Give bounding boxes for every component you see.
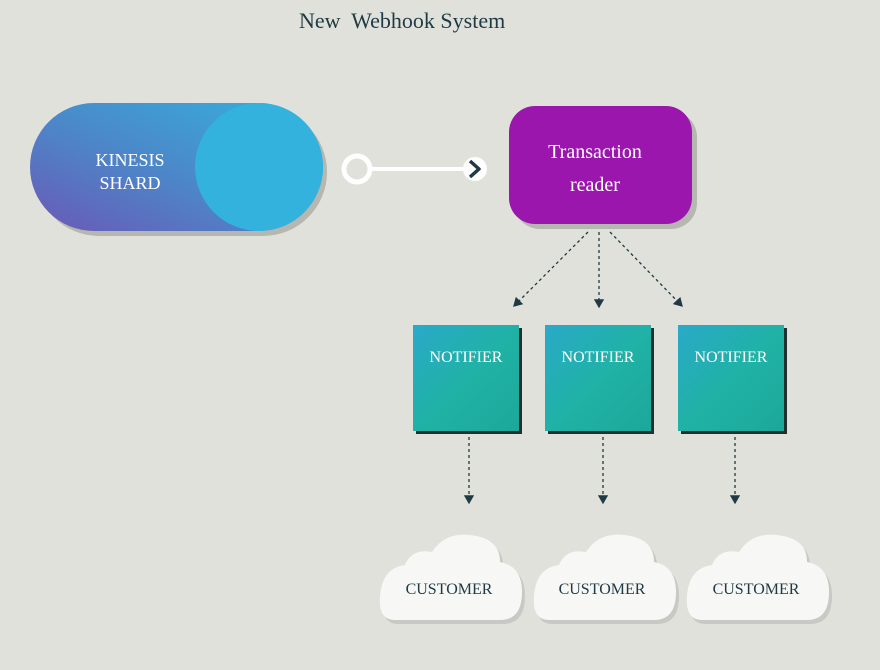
transaction-reader-node bbox=[509, 106, 697, 229]
reader-label-line2: reader bbox=[570, 174, 620, 196]
diagram-title: New Webhook System bbox=[299, 8, 506, 33]
customer-cloud-1 bbox=[379, 534, 525, 624]
notifier-label-2: NOTIFIER bbox=[561, 349, 635, 366]
notifier-label-1: NOTIFIER bbox=[429, 349, 503, 366]
transaction-reader-label: Transaction reader bbox=[510, 136, 680, 202]
customer-label-1: CUSTOMER bbox=[405, 581, 493, 598]
kinesis-shard-label: KINESIS SHARD bbox=[70, 149, 190, 195]
kinesis-label-line1: KINESIS bbox=[95, 150, 165, 170]
arrow-reader-notifier-1 bbox=[513, 231, 589, 307]
customer-cloud-3 bbox=[686, 534, 832, 624]
customer-label-3: CUSTOMER bbox=[712, 581, 800, 598]
notifier-node-3 bbox=[678, 325, 787, 434]
kinesis-shard-node bbox=[30, 103, 327, 236]
kinesis-to-reader-connector bbox=[341, 153, 487, 185]
customer-label-2: CUSTOMER bbox=[558, 581, 646, 598]
notifier-node-1 bbox=[413, 325, 522, 434]
reader-label-line1: Transaction bbox=[548, 141, 642, 163]
reader-to-notifier-arrows bbox=[513, 231, 683, 309]
arrow-reader-notifier-3 bbox=[609, 231, 683, 307]
notifier-to-customer-arrows bbox=[463, 437, 741, 505]
kinesis-label-line2: SHARD bbox=[99, 173, 161, 193]
notifier-node-2 bbox=[545, 325, 654, 434]
notifier-label-3: NOTIFIER bbox=[694, 349, 768, 366]
customer-cloud-2 bbox=[533, 534, 679, 624]
